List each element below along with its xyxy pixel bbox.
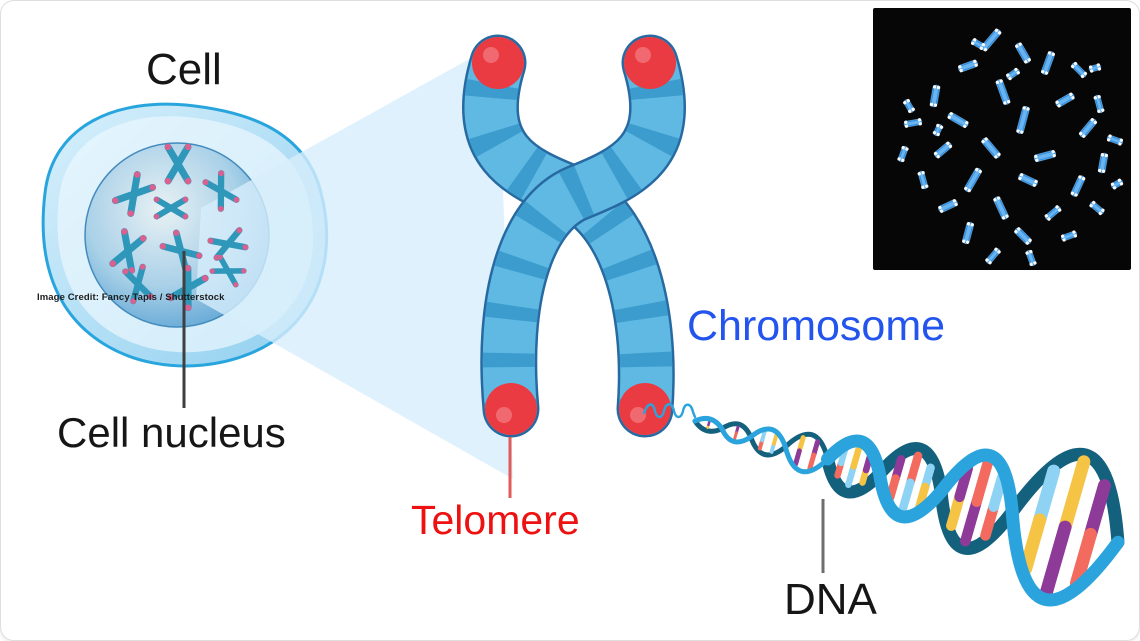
- micro-chromosome: [1110, 178, 1124, 190]
- mini-chromosome: [209, 254, 247, 288]
- label-dna: DNA: [784, 575, 877, 624]
- micro-chromosome: [1088, 63, 1102, 73]
- micro-chromosome: [1097, 152, 1109, 174]
- micro-chromosome: [1016, 105, 1030, 135]
- micro-chromosome: [970, 38, 986, 50]
- micro-chromosome: [995, 79, 1011, 105]
- label-telomere: Telomere: [411, 497, 580, 543]
- telomere-cap: [624, 37, 676, 89]
- micro-chromosome: [1006, 67, 1020, 81]
- micro-chromosome: [897, 145, 909, 163]
- micro-chromosome: [1078, 118, 1098, 138]
- telomere-cap: [472, 37, 524, 89]
- micro-chromosome: [1015, 42, 1031, 64]
- label-cell: Cell: [146, 45, 222, 94]
- dna-helix-illustration: [692, 415, 1125, 607]
- micro-chromosome: [903, 118, 923, 128]
- fluorescence-micrograph: [873, 8, 1131, 270]
- micro-chromosome: [1055, 92, 1075, 108]
- micro-chromosome: [1070, 61, 1088, 79]
- micro-chromosome: [1089, 200, 1105, 216]
- nucleus-chromosomes: [109, 143, 249, 312]
- micro-chromosome: [1044, 205, 1062, 221]
- mini-chromosome: [167, 264, 209, 312]
- micro-chromosome: [993, 196, 1009, 220]
- micro-chromosome: [929, 84, 941, 108]
- unwinding-dna-squiggle: [642, 403, 697, 419]
- telomere-cap: [485, 383, 537, 435]
- micro-chromosome: [1014, 227, 1032, 245]
- micro-chromosome: [1060, 230, 1078, 242]
- micro-chromosome: [981, 137, 1001, 159]
- micro-chromosome: [985, 247, 1001, 265]
- micro-chromosome: [964, 167, 982, 193]
- micro-chromosome: [957, 59, 979, 73]
- chromosome-illustration: [461, 34, 687, 438]
- mini-chromosome: [109, 228, 147, 274]
- micrograph-background: [873, 8, 1131, 270]
- micro-chromosome: [1033, 150, 1057, 162]
- mini-chromosome: [164, 143, 192, 185]
- micro-chromosome: [1025, 249, 1037, 267]
- label-cell-nucleus: Cell nucleus: [57, 409, 286, 456]
- micro-chromosome: [1093, 94, 1105, 114]
- micro-chromosome: [1018, 173, 1038, 187]
- micro-chromosome: [932, 123, 944, 137]
- mini-chromosome: [122, 263, 154, 305]
- micro-chromosome: [1070, 175, 1086, 197]
- dna-front-strand: [692, 415, 1125, 607]
- micro-chromosome: [947, 112, 969, 128]
- micro-chromosome: [938, 199, 958, 213]
- micro-chromosome: [1106, 134, 1124, 146]
- zoom-beam: [196, 43, 513, 479]
- mini-chromosome: [202, 170, 240, 212]
- micro-chromosome: [933, 141, 953, 159]
- micro-chromosome: [962, 221, 974, 245]
- micro-chromosome: [903, 98, 915, 114]
- mini-chromosome: [153, 196, 189, 220]
- label-chromosome: Chromosome: [687, 302, 946, 350]
- micro-chromosome: [917, 170, 929, 190]
- mini-chromosome: [111, 171, 157, 217]
- micro-chromosome: [1041, 51, 1055, 75]
- image-credit: Image Credit: Fancy Tapis / Shutterstock: [37, 292, 225, 303]
- dna-rungs: [706, 420, 1111, 599]
